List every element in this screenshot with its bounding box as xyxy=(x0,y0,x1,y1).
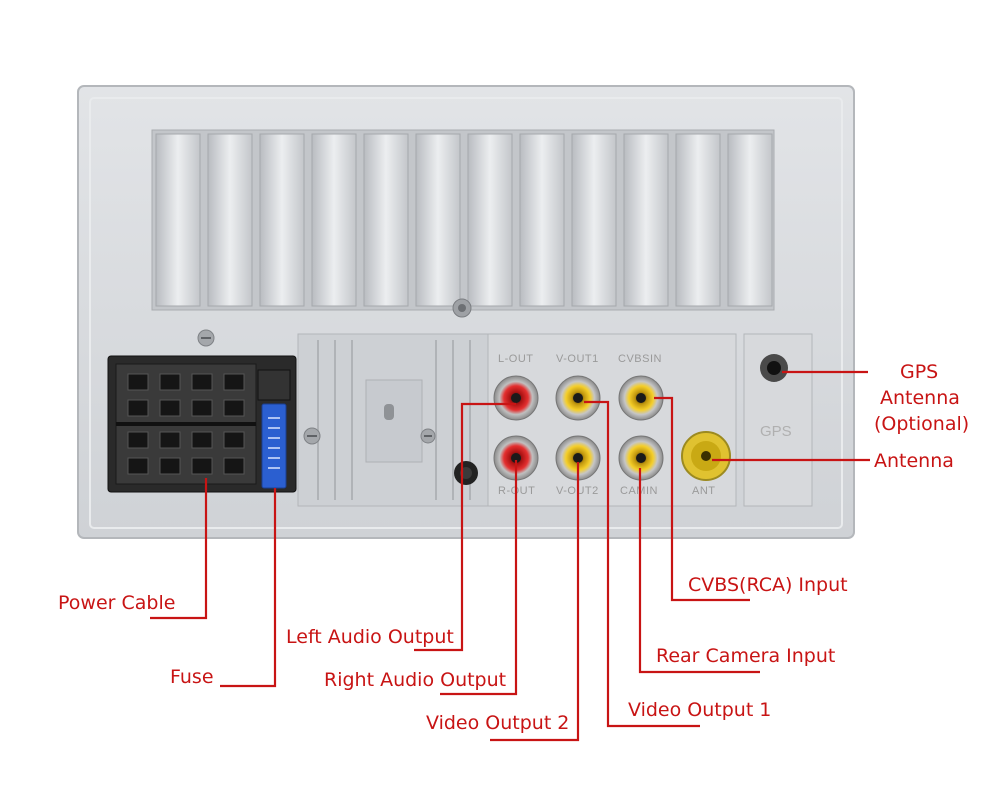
connector-pin xyxy=(223,457,245,475)
connector-pin xyxy=(223,399,245,417)
heat-sink-fin xyxy=(623,133,669,307)
rca-panel: L-OUT V-OUT1 CVBSIN R-OUT V-OUT2 CAMIN A… xyxy=(487,333,737,507)
heat-sink-fin xyxy=(311,133,357,307)
rca-video-out-1 xyxy=(555,375,601,421)
heat-sink-fin xyxy=(467,133,513,307)
leader-video-output-2 xyxy=(490,462,580,742)
callout-right-audio-output: Right Audio Output xyxy=(324,669,506,691)
connector-pin xyxy=(159,431,181,449)
connector-pin xyxy=(191,399,213,417)
connector-pin xyxy=(127,399,149,417)
heat-sink-fin xyxy=(675,133,721,307)
rca-camera-in xyxy=(618,435,664,481)
heat-sink-fin xyxy=(727,133,773,307)
callout-power-cable: Power Cable xyxy=(58,592,175,614)
mounting-screw xyxy=(452,298,472,318)
screw-top-left xyxy=(197,329,215,347)
label-l-out: L-OUT xyxy=(498,353,534,365)
leader-power-cable xyxy=(150,478,208,620)
label-v-out1: V-OUT1 xyxy=(556,353,599,365)
leader-right-audio-output xyxy=(440,460,518,696)
rca-right-audio-out xyxy=(493,435,539,481)
connector-pin xyxy=(223,431,245,449)
callout-video-output-2: Video Output 2 xyxy=(426,712,569,734)
connector-pin xyxy=(159,457,181,475)
leader-video-output-1 xyxy=(584,400,700,728)
callout-left-audio-output: Left Audio Output xyxy=(286,626,454,648)
heat-sink-fin xyxy=(571,133,617,307)
leader-fuse xyxy=(220,488,277,688)
screw-fuse-side xyxy=(303,427,321,445)
heat-sink-fin xyxy=(259,133,305,307)
heat-sink-fin xyxy=(207,133,253,307)
callout-antenna: Antenna xyxy=(874,450,954,472)
ground-post xyxy=(454,461,478,485)
heat-sink-fin xyxy=(519,133,565,307)
connector-pin xyxy=(127,431,149,449)
connector-pin xyxy=(159,399,181,417)
callout-gps-antenna-line1: GPS xyxy=(900,361,938,383)
ribbed-plate xyxy=(297,333,489,507)
label-cvbs-in: CVBSIN xyxy=(618,353,662,365)
connector-pin xyxy=(191,431,213,449)
screw-center xyxy=(420,428,436,444)
leader-left-audio-output xyxy=(414,402,516,652)
heat-sink-fin xyxy=(155,133,201,307)
connector-pin xyxy=(223,373,245,391)
callout-labels: GPS Antenna (Optional) Antenna CVBS(RCA)… xyxy=(58,361,969,734)
leader-rear-camera-input xyxy=(638,468,760,674)
callout-fuse: Fuse xyxy=(170,666,214,688)
callout-video-output-1: Video Output 1 xyxy=(628,699,771,721)
label-cam-in: CAMIN xyxy=(620,485,658,497)
connector-pin xyxy=(127,457,149,475)
callout-rear-camera-input: Rear Camera Input xyxy=(656,645,835,667)
fuse xyxy=(261,403,287,489)
gps-panel: GPS xyxy=(743,333,813,507)
rca-cvbs-in xyxy=(618,375,664,421)
callout-gps-antenna-line2: Antenna xyxy=(880,387,960,409)
rca-left-audio-out xyxy=(493,375,539,421)
heat-sink-fin xyxy=(363,133,409,307)
connector-pin xyxy=(191,457,213,475)
connector-pin xyxy=(191,373,213,391)
connector-pin xyxy=(159,373,181,391)
leader-lines xyxy=(150,370,870,742)
heat-sink-fin xyxy=(415,133,461,307)
antenna-jack xyxy=(681,431,731,481)
label-ant: ANT xyxy=(692,485,716,497)
callout-cvbs-input: CVBS(RCA) Input xyxy=(688,574,848,596)
leader-cvbs-input xyxy=(654,396,750,602)
callout-gps-antenna-line3: (Optional) xyxy=(874,413,969,435)
connector-pin xyxy=(127,373,149,391)
power-connector xyxy=(107,355,297,493)
label-gps: GPS xyxy=(760,423,792,440)
heat-sink-fins xyxy=(151,129,775,311)
